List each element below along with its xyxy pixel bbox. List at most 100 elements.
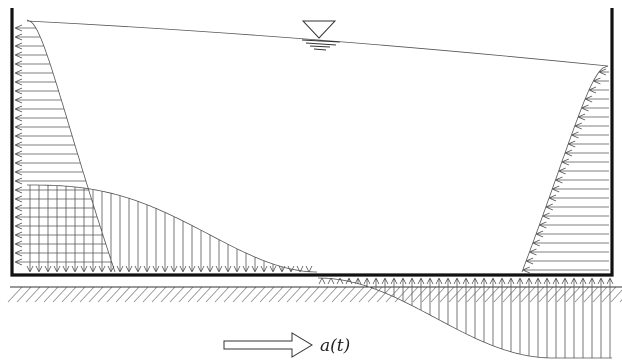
ground-hatch-line [448,286,464,303]
right-pressure-arrow-head [542,212,550,217]
left-pressure-arrow-head [14,72,23,77]
bottom-pressure-arrow-head [53,265,58,273]
left-pressure-arrow-head [14,69,23,74]
ground-hatch-line [169,286,185,303]
left-pressure-arrow-head [14,123,23,128]
ground-hatch-line [538,286,554,303]
bottom-pressure-arrow-head [600,277,605,285]
tank-walls [10,8,614,277]
left-pressure-arrow-head [14,150,23,155]
left-pressure-arrow-head [14,261,23,266]
bottom-pressure-arrow-head [453,277,458,285]
ground-hatch-line [376,286,392,303]
bottom-pressure-arrow-head [254,265,259,273]
ground-hatch-line [70,286,86,303]
left-pressure-arrow-head [14,108,23,113]
ground-hatch-line [403,286,419,303]
bottom-pressure-arrow-head [555,277,560,285]
bottom-pressure-arrow-head [525,277,530,285]
ground-hatch-line [565,286,581,303]
left-pressure-arrow-head [14,243,23,248]
bottom-pressure-arrow-head [233,265,238,273]
bottom-pressure-arrow-head [519,277,524,285]
bottom-pressure-arrow-head [474,277,479,285]
bottom-pressure-arrow-head [375,277,380,285]
ground-hatch-line [61,286,77,303]
left-pressure-arrow-head [14,240,23,245]
right-pressure-arrow-head [522,269,530,274]
bottom-pressure-arrow-head [366,277,371,285]
left-pressure-arrow-head [14,96,23,101]
bottom-pressure-arrow-head [591,277,596,285]
free-surface-triangle-icon [301,20,341,51]
left-pressure-arrow-head [14,78,23,83]
left-pressure-arrow-head [14,135,23,140]
ground-hatch-line [547,286,563,303]
bottom-pressure-arrow-head [251,265,256,273]
bottom-pressure-arrow-head [236,265,241,273]
ground-hatch-line [187,286,203,303]
right-pressure-arrow-head [598,71,607,76]
acceleration-arrow-icon [223,332,313,358]
ground-hatch-line [583,286,599,303]
bottom-pressure-curve-lower [318,277,612,359]
left-pressure-arrow-head [14,231,23,236]
left-pressure-arrow-head [14,207,23,212]
bottom-pressure-arrow-head [420,277,425,285]
bottom-pressure-arrow-head [489,277,494,285]
right-pressure-arrow-head [568,143,576,148]
bottom-pressure-arrow-head [170,265,175,273]
right-pressure-arrow-head [574,125,582,130]
right-pressure-arrow-head [571,134,579,139]
bottom-pressure-arrow-head [269,265,274,273]
right-pressure-arrow-head [532,242,540,247]
ground-hatch-line [124,286,140,303]
bottom-pressure-arrow-head [411,277,416,285]
bottom-pressure-arrow-head [296,265,301,273]
ground-hatch-line [322,286,338,303]
left-pressure-arrow-head [14,168,23,173]
bottom-pressure-arrow-head [321,277,326,285]
bottom-pressure-arrow-head [501,277,506,285]
left-pressure-arrow-head [14,186,23,191]
right-pressure-arrow-head [548,194,557,199]
bottom-pressure-arrow-head [579,277,584,285]
right-pressure-arrow-head [598,68,607,73]
right-pressure-arrow-head [545,206,553,211]
ground-hatch-line [394,286,410,303]
bottom-pressure-arrow-head [182,265,187,273]
bottom-pressure-arrow-head [582,277,587,285]
left-pressure-arrow-head [14,204,23,209]
right-pressure-arrow-head [522,266,530,271]
left-pressure-arrow-head [14,258,23,263]
right-pressure-arrow-head [561,158,569,163]
bottom-pressure-arrow-head [305,265,310,273]
bottom-pressure-arrow-head [435,277,440,285]
bottom-pressure-arrow-head [609,277,614,285]
bottom-pressure-arrow-head [456,277,461,285]
bottom-pressure-arrow-head [546,277,551,285]
bottom-pressure-arrow-head [318,277,323,285]
bottom-pressure-arrow-head [426,277,431,285]
bottom-pressure-arrow-head [507,277,512,285]
bottom-pressure-arrow-head [125,265,130,273]
bottom-pressure-arrow-head [528,277,533,285]
bottom-pressure-arrow-head [462,277,467,285]
ground-hatch-line [502,286,518,303]
left-pressure-arrow-head [14,36,23,41]
ground-hatch-line [88,286,104,303]
bottom-pressure-arrow-head [197,265,202,273]
ground-hatch-line [601,286,617,303]
bottom-pressure-arrow-head [327,277,332,285]
bottom-pressure-arrow-head [101,265,106,273]
bottom-pressure-arrow-head [65,265,70,273]
ground-hatch-line [250,286,266,303]
right-pressure-arrow-head [574,122,582,127]
left-pressure-arrow-head [14,81,23,86]
right-pressure-arrow-head [558,167,566,172]
bottom-pressure-arrow-head [278,265,283,273]
ground-hatch-line [7,286,23,303]
bottom-pressure-curve-upper [27,184,317,273]
bottom-pressure-arrow-head [429,277,434,285]
left-pressure-arrow-head [14,54,23,59]
